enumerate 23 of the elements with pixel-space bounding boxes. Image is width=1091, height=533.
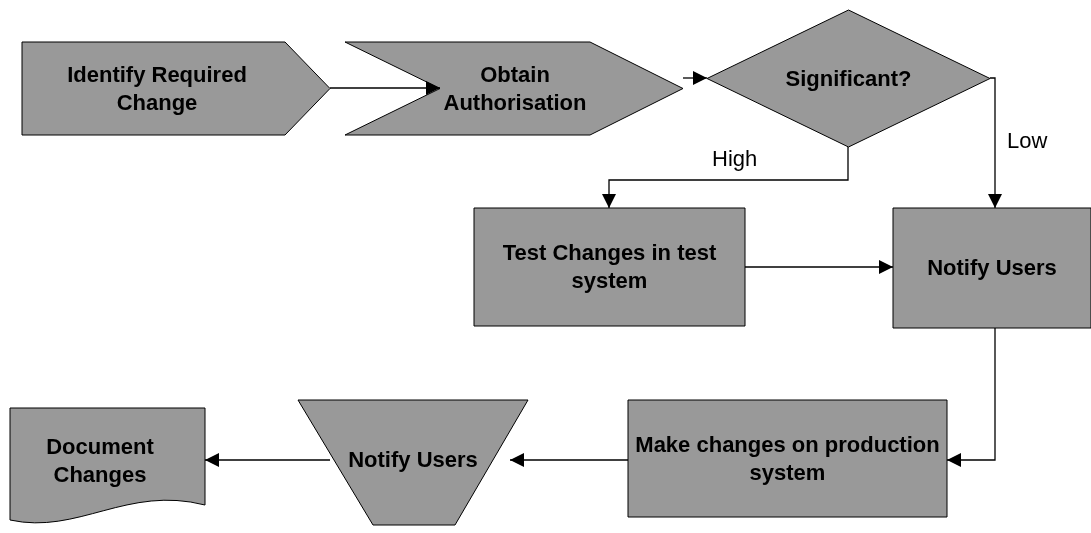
step-label: Test Changes in test system — [501, 239, 718, 295]
process-arrow-shape — [22, 42, 330, 135]
arrow — [946, 327, 996, 467]
step-label: Notify Users — [927, 254, 1057, 282]
decision-diamond — [707, 10, 990, 147]
step-label: Identify Required Change — [66, 60, 248, 117]
process-box — [893, 208, 1091, 328]
step-label: Document Changes — [45, 432, 155, 489]
arrow — [204, 453, 331, 467]
step-label: Obtain Authorisation — [442, 60, 588, 117]
step-label: Notify Users — [348, 446, 478, 474]
step-label: Significant? — [785, 64, 912, 93]
arrow — [988, 77, 1002, 209]
arrow — [602, 146, 849, 209]
arrow — [509, 453, 629, 467]
process-box — [474, 208, 745, 326]
process-box — [628, 400, 947, 517]
step-label: Make changes on production system — [634, 430, 941, 487]
arrow — [744, 260, 894, 274]
arrow — [329, 81, 441, 95]
manual-operation-trapezoid — [298, 400, 528, 525]
arrow — [682, 71, 708, 85]
chevron-shape — [345, 42, 683, 135]
